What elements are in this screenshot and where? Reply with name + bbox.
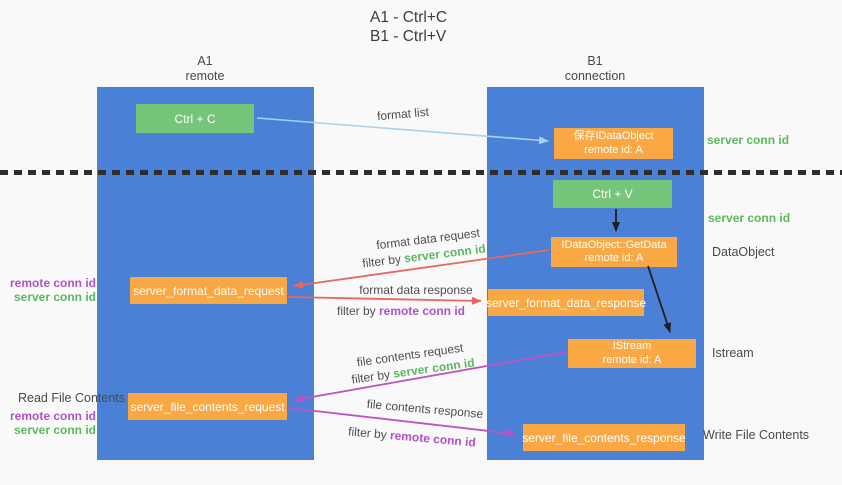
istream-node: IStream remote id: A xyxy=(568,339,696,368)
istream-line2: remote id: A xyxy=(602,353,662,366)
filter-by-remote-conn-id-label-2: filter by remote conn id xyxy=(348,424,477,449)
server-file-contents-request-node: server_file_contents_request xyxy=(128,393,287,420)
title-line-1: A1 - Ctrl+C xyxy=(370,9,448,26)
format-list-edge-label: format list xyxy=(376,104,430,124)
save-idataobject-line1: 保存IDataObject xyxy=(573,130,654,142)
read-file-contents-annotation: Read File Contents xyxy=(18,391,126,405)
server-conn-id-label-top: server conn id xyxy=(13,289,96,304)
format-data-response-edge-label: format data response xyxy=(359,283,473,297)
server-file-contents-response-node: server_file_contents_response xyxy=(522,424,686,451)
format-data-response-arrow xyxy=(287,296,482,305)
server-format-data-response-node: server_format_data_response xyxy=(486,289,646,316)
filter-prefix-1: filter by xyxy=(361,251,405,271)
filter-value-2: remote conn id xyxy=(379,304,466,318)
lane-a1-role: remote xyxy=(185,69,225,83)
istream-annotation: Istream xyxy=(712,346,754,360)
ctrl-c-node: Ctrl + C xyxy=(136,104,254,133)
filter-prefix-2: filter by xyxy=(336,304,379,318)
save-idataobject-line2: remote id: A xyxy=(584,143,643,156)
conn-id-pair-top: remote conn id server conn id xyxy=(6,276,96,304)
dashed-divider-line xyxy=(0,170,842,175)
lane-header-b1: B1 connection xyxy=(535,54,655,84)
filter-value-4: remote conn id xyxy=(389,428,477,450)
write-file-contents-annotation: Write File Contents xyxy=(703,428,810,442)
remote-conn-id-label-bottom: remote conn id xyxy=(9,409,96,423)
server-format-data-request-node: server_format_data_request xyxy=(130,277,287,304)
dataobject-annotation: DataObject xyxy=(712,245,775,259)
ctrl-v-node: Ctrl + V xyxy=(553,180,672,208)
title-line-2: B1 - Ctrl+V xyxy=(370,28,447,45)
lane-header-a1: A1 remote xyxy=(145,54,265,84)
server-conn-id-label-bottom: server conn id xyxy=(13,422,96,437)
diagram-title: A1 - Ctrl+C B1 - Ctrl+V xyxy=(370,8,447,46)
filter-prefix-3: filter by xyxy=(350,366,395,387)
idataobject-getdata-node: IDataObject::GetData remote id: A xyxy=(551,237,677,267)
istream-line1: IStream xyxy=(612,340,652,352)
remote-conn-id-label-top: remote conn id xyxy=(9,276,96,290)
conn-id-pair-bottom: remote conn id server conn id xyxy=(6,409,96,437)
lane-a1-name: A1 xyxy=(197,54,213,68)
filter-by-remote-conn-id-label-1: filter by remote conn id xyxy=(337,304,465,318)
file-contents-response-edge-label: file contents response xyxy=(366,396,484,422)
save-idataobject-node: 保存IDataObject remote id: A xyxy=(554,128,673,159)
getdata-line2: remote id: A xyxy=(584,252,644,264)
lane-b1-name: B1 xyxy=(587,54,603,68)
lane-b1-role: connection xyxy=(564,69,626,83)
server-conn-id-annotation-top: server conn id xyxy=(707,133,790,147)
server-conn-id-annotation-mid: server conn id xyxy=(708,211,791,225)
getdata-line1: IDataObject::GetData xyxy=(561,238,667,251)
filter-prefix-4: filter by xyxy=(347,424,391,443)
